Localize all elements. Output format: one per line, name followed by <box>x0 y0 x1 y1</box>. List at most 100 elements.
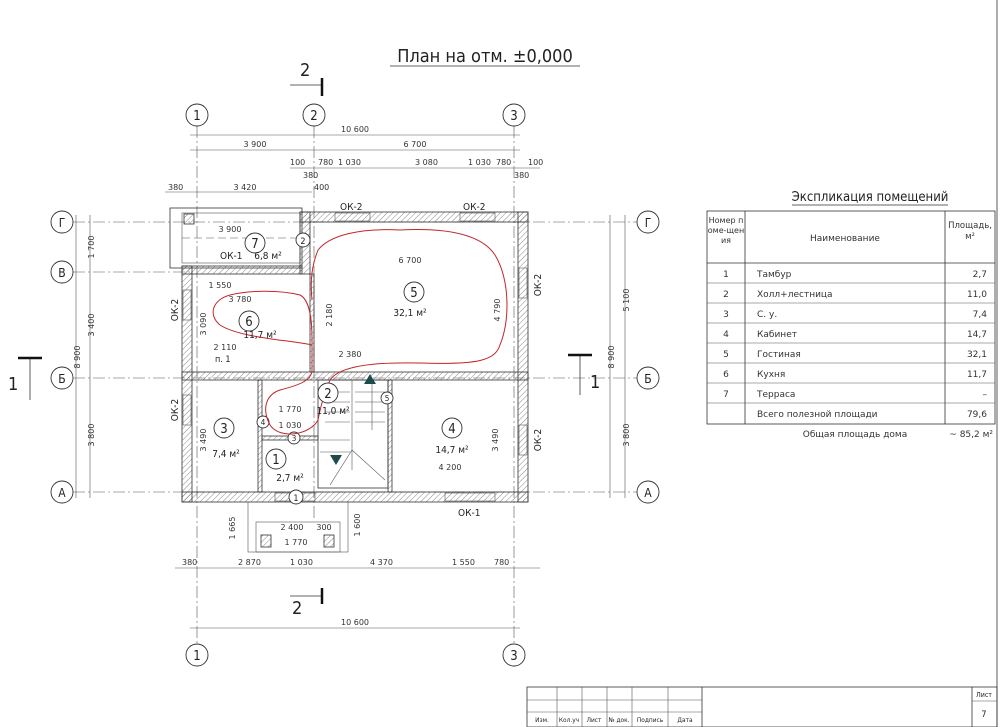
explication-table: Экспликация помещений Номер поме-щения Н… <box>706 190 996 440</box>
svg-text:Холл+лестница: Холл+лестница <box>757 290 833 300</box>
svg-text:Г: Г <box>59 216 66 230</box>
svg-text:3 090: 3 090 <box>199 313 208 336</box>
svg-text:Терраса: Терраса <box>756 390 795 400</box>
svg-text:780: 780 <box>318 158 333 167</box>
svg-text:3 800: 3 800 <box>622 424 631 447</box>
svg-text:3 900: 3 900 <box>244 140 267 149</box>
room-2: 2 11,0 м² <box>316 382 350 417</box>
svg-text:Тамбур: Тамбур <box>756 270 792 280</box>
svg-text:5 100: 5 100 <box>622 289 631 312</box>
room-7: 76,8 м² <box>244 232 282 262</box>
svg-text:3: 3 <box>510 649 517 664</box>
staircase <box>317 374 389 489</box>
svg-text:В: В <box>58 266 65 280</box>
svg-text:2: 2 <box>310 109 317 124</box>
door-markers: 2 1 3 4 5 <box>256 232 394 505</box>
useful-area-label: Всего полезной площади <box>757 410 878 420</box>
svg-text:2 180: 2 180 <box>325 304 334 327</box>
room-5: 532,1 м² <box>393 281 427 319</box>
svg-text:2 380: 2 380 <box>339 350 362 359</box>
svg-text:5: 5 <box>723 350 729 360</box>
svg-text:5: 5 <box>410 286 417 301</box>
svg-text:3 080: 3 080 <box>415 158 438 167</box>
sheet-label: Лист <box>976 691 992 699</box>
svg-text:Г: Г <box>645 216 652 230</box>
svg-text:Лист: Лист <box>587 716 602 724</box>
room-4: 414,7 м² <box>435 417 469 456</box>
svg-text:6,8 м²: 6,8 м² <box>254 251 282 262</box>
svg-text:2: 2 <box>300 237 305 247</box>
svg-text:ОК-2: ОК-2 <box>170 299 181 321</box>
svg-text:100: 100 <box>528 158 543 167</box>
svg-text:8 900: 8 900 <box>607 346 616 369</box>
svg-text:Б: Б <box>58 372 65 386</box>
room-6: 611,7 м² <box>238 310 277 341</box>
svg-text:2,7 м²: 2,7 м² <box>276 473 304 484</box>
svg-text:1: 1 <box>272 453 279 468</box>
svg-text:1 030: 1 030 <box>279 421 302 430</box>
svg-text:100: 100 <box>290 158 305 167</box>
svg-text:3: 3 <box>292 434 297 443</box>
svg-text:ОК-1: ОК-1 <box>458 508 480 519</box>
explication-title: Экспликация помещений <box>792 190 949 205</box>
section-mark-bottom: 2 <box>290 588 324 619</box>
title-block: Изм. Кол.уч Лист № док. Подпись Дата Лис… <box>526 686 998 727</box>
svg-text:ОК-1: ОК-1 <box>220 251 242 262</box>
svg-text:1 550: 1 550 <box>452 558 475 567</box>
svg-text:2 110: 2 110 <box>214 343 237 352</box>
svg-text:ОК-2: ОК-2 <box>463 202 485 213</box>
svg-text:–: – <box>983 390 988 400</box>
svg-text:2: 2 <box>324 387 331 402</box>
total-area-value: ~ 85,2 м² <box>949 430 993 440</box>
table-row: 5 Гостиная 32,1 <box>723 350 987 360</box>
dimension-labels: 10 600 3 900 6 700 100 780 1 030 3 080 1… <box>73 125 631 627</box>
svg-text:№ док.: № док. <box>609 716 630 724</box>
header-number: Номер поме-щения <box>707 216 745 245</box>
sheet-number: 7 <box>981 710 986 720</box>
svg-text:3 490: 3 490 <box>491 429 500 452</box>
room-3: 37,4 м² <box>212 417 240 460</box>
header-area: Площадь, м² <box>948 221 992 242</box>
svg-text:Гостиная: Гостиная <box>757 350 801 360</box>
svg-text:4: 4 <box>261 418 266 427</box>
svg-text:3 900: 3 900 <box>219 225 242 234</box>
svg-text:11,7: 11,7 <box>967 370 987 380</box>
plan-title: План на отм. ±0,000 <box>397 46 573 67</box>
total-area-label: Общая площадь дома <box>803 430 907 440</box>
svg-text:Б: Б <box>644 372 651 386</box>
svg-text:2 870: 2 870 <box>238 558 261 567</box>
svg-text:3 420: 3 420 <box>234 183 257 192</box>
axis-markers: 1 2 3 1 3 Г В Б А Г Б А <box>50 103 660 667</box>
svg-text:10 600: 10 600 <box>341 618 369 627</box>
svg-text:2: 2 <box>723 290 729 300</box>
svg-text:380: 380 <box>182 558 197 567</box>
svg-text:3 800: 3 800 <box>87 424 96 447</box>
svg-text:780: 780 <box>496 158 511 167</box>
svg-text:4 200: 4 200 <box>439 463 462 472</box>
svg-text:Подпись: Подпись <box>637 716 664 724</box>
svg-text:4 370: 4 370 <box>370 558 393 567</box>
useful-area-value: 79,6 <box>967 410 987 420</box>
svg-text:Дата: Дата <box>677 716 693 724</box>
svg-text:11,0: 11,0 <box>967 290 987 300</box>
svg-text:3 490: 3 490 <box>199 429 208 452</box>
svg-text:6: 6 <box>245 315 252 330</box>
svg-text:3: 3 <box>723 310 729 320</box>
svg-text:А: А <box>58 486 66 500</box>
red-markup <box>212 229 508 435</box>
svg-text:1: 1 <box>193 109 200 124</box>
svg-text:14,7 м²: 14,7 м² <box>435 445 469 456</box>
svg-text:1 770: 1 770 <box>285 538 308 547</box>
svg-text:32,1: 32,1 <box>967 350 987 360</box>
svg-text:11,0 м²: 11,0 м² <box>316 406 350 417</box>
svg-text:7: 7 <box>251 237 258 252</box>
svg-text:1: 1 <box>723 270 729 280</box>
svg-text:2,7: 2,7 <box>973 270 987 280</box>
svg-text:380: 380 <box>168 183 183 192</box>
svg-text:1: 1 <box>8 374 18 395</box>
svg-text:300: 300 <box>316 523 331 532</box>
svg-text:14,7: 14,7 <box>967 330 987 340</box>
room-labels: 12,7 м² 211,0 м² 37,4 м² 414,7 м² 532,1 … <box>212 232 469 484</box>
